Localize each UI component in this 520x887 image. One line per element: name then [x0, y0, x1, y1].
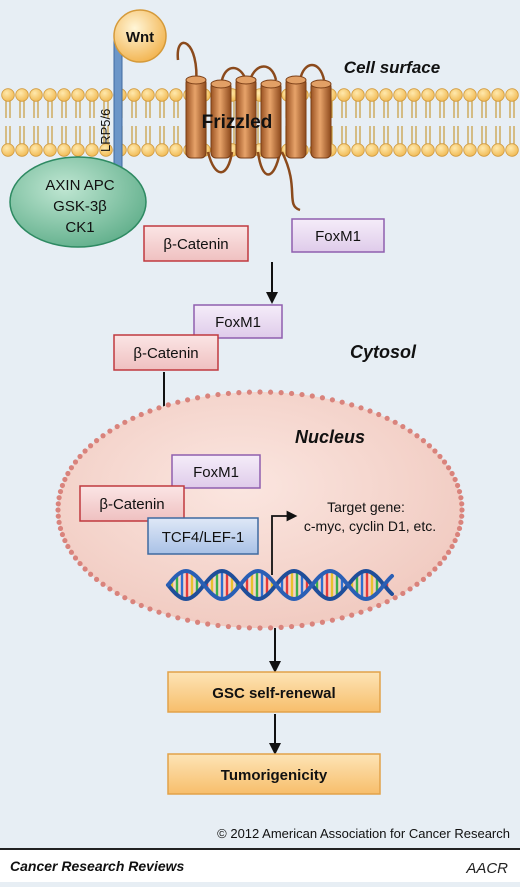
complex-line-2: GSK-3β: [53, 198, 107, 215]
footer-bar: Cancer Research Reviews AACR: [0, 848, 520, 882]
journal-name: Cancer Research Reviews: [10, 858, 185, 874]
aacr-logo: AACR: [465, 860, 508, 877]
transcription-arrow: [271, 510, 298, 575]
gsc-self-renewal-box: GSC self-renewal: [167, 671, 381, 713]
beta-catenin-box-nucleus: β-Catenin: [79, 485, 185, 522]
foxm1-label: FoxM1: [315, 228, 361, 245]
complex-line-3: CK1: [65, 219, 94, 236]
frizzled-label: Frizzled: [202, 112, 273, 133]
cell-surface-label: Cell surface: [344, 58, 440, 77]
tumorigenicity-label: Tumorigenicity: [221, 767, 328, 784]
frizzled-receptor: Frizzled: [176, 41, 332, 212]
wnt-label: Wnt: [126, 29, 154, 46]
nucleus: [55, 389, 465, 631]
target-gene-examples: c-myc, cyclin D1, etc.: [304, 518, 436, 534]
tcf4-lef1-box: TCF4/LEF-1: [147, 517, 259, 555]
copyright-text: © 2012 American Association for Cancer R…: [217, 826, 510, 841]
foxm1-label: FoxM1: [215, 314, 261, 331]
foxm1-box-nucleus: FoxM1: [171, 454, 261, 489]
foxm1-label: FoxM1: [193, 464, 239, 481]
tcf4-lef1-label: TCF4/LEF-1: [162, 529, 245, 546]
nuclear-pores: [55, 389, 465, 631]
complex-line-1: AXIN APC: [45, 177, 114, 194]
foxm1-box-cytosol-top: FoxM1: [291, 218, 385, 253]
tumorigenicity-box: Tumorigenicity: [167, 753, 381, 795]
beta-catenin-label: β-Catenin: [99, 496, 164, 513]
beta-catenin-box-cytosol-complex: β-Catenin: [113, 334, 219, 371]
nucleus-label: Nucleus: [295, 427, 365, 447]
target-gene-label: Target gene:: [327, 499, 405, 515]
lrp-label: LRP5/6: [98, 109, 113, 152]
beta-catenin-label: β-Catenin: [163, 236, 228, 253]
dna-helix: [166, 568, 394, 602]
foxm1-box-cytosol-complex: FoxM1: [193, 304, 283, 339]
wnt-ligand: Wnt: [113, 9, 167, 63]
cytosol-label: Cytosol: [350, 342, 417, 362]
destruction-complex: AXIN APC GSK-3β CK1: [9, 156, 147, 248]
beta-catenin-box-cytosol-top: β-Catenin: [143, 225, 249, 262]
gsc-self-renewal-label: GSC self-renewal: [212, 685, 335, 702]
lrp-receptor: [113, 37, 123, 179]
beta-catenin-label: β-Catenin: [133, 345, 198, 362]
